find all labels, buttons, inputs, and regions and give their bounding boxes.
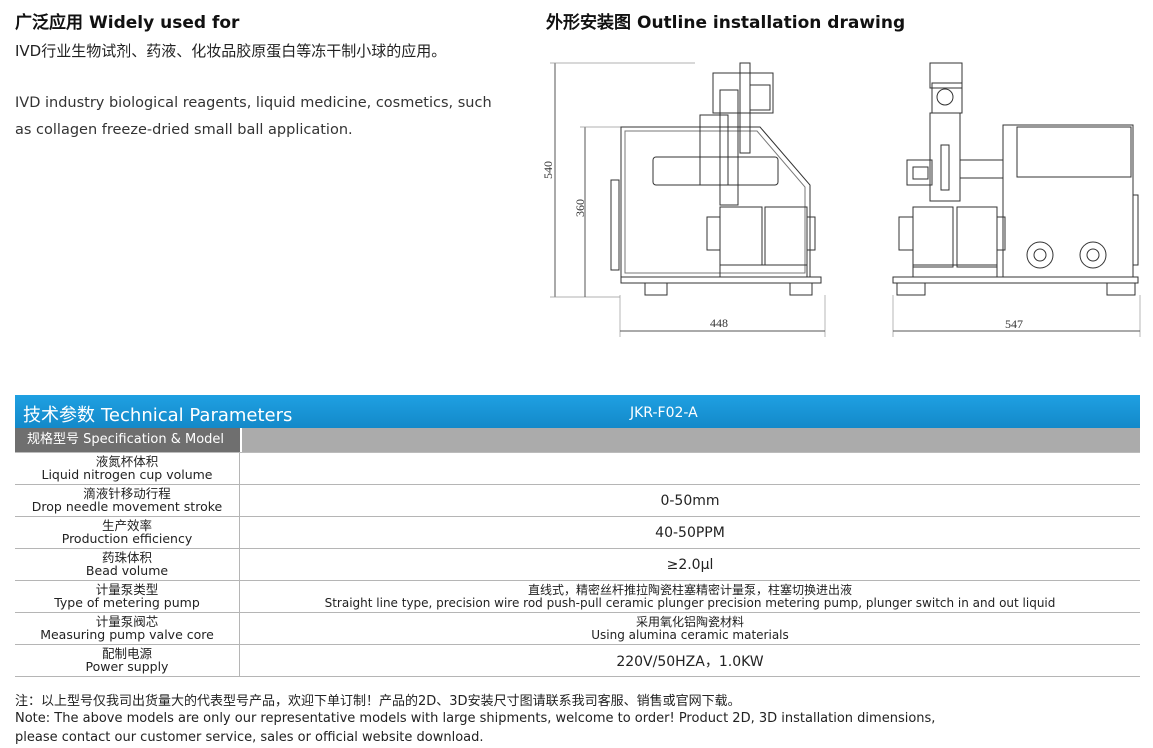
- params-table-header: 技术参数 Technical Parameters JKR-F02-A: [15, 395, 1140, 428]
- params-title-en: Technical Parameters: [101, 405, 293, 426]
- table-row: 配制电源 Power supply 220V/50HZA，1.0KW: [15, 645, 1140, 677]
- params-title-cn: 技术参数: [23, 405, 95, 426]
- usage-desc-en: IVD industry biological reagents, liquid…: [15, 95, 492, 138]
- row-label-en: Measuring pump valve core: [40, 627, 214, 642]
- table-row: 计量泵阀芯 Measuring pump valve core 采用氧化铝陶瓷材…: [15, 613, 1140, 645]
- spec-value-cell: [242, 428, 1140, 452]
- note-en-line-1: Note: The above models are only our repr…: [15, 711, 936, 726]
- row-value: 采用氧化铝陶瓷材料 Using alumina ceramic material…: [240, 613, 1140, 644]
- side-view-drawing: 540 360 448: [535, 55, 835, 340]
- table-row: 计量泵类型 Type of metering pump 直线式，精密丝杆推拉陶瓷…: [15, 581, 1140, 613]
- row-label-cn: 药珠体积: [101, 550, 152, 565]
- row-label: 计量泵类型 Type of metering pump: [15, 581, 240, 612]
- row-value: 0-50mm: [240, 485, 1140, 516]
- drawing-title: 外形安装图 Outline installation drawing: [546, 8, 905, 33]
- row-label-en: Production efficiency: [61, 531, 193, 546]
- usage-title-cn: 广泛应用: [15, 13, 83, 33]
- row-value: 40-50PPM: [240, 517, 1140, 548]
- row-label-cn: 配制电源: [101, 646, 152, 661]
- row-label: 计量泵阀芯 Measuring pump valve core: [15, 613, 240, 644]
- note-en-line-2: please contact our customer service, sal…: [15, 730, 484, 745]
- row-value-text-cn: 直线式，精密丝杆推拉陶瓷柱塞精密计量泵，柱塞切换进出液: [527, 582, 852, 597]
- dim-height-total: 540: [541, 161, 555, 179]
- dim-width-front: 547: [1005, 317, 1023, 331]
- spec-label: 规格型号 Specification & Model: [15, 428, 240, 452]
- table-row: 滴液针移动行程 Drop needle movement stroke 0-50…: [15, 485, 1140, 517]
- row-label-cn: 计量泵阀芯: [95, 614, 159, 629]
- row-label-cn: 液氮杯体积: [95, 454, 159, 469]
- spec-row: 规格型号 Specification & Model: [15, 428, 1140, 453]
- row-label-cn: 滴液针移动行程: [83, 486, 171, 501]
- row-value-text: 40-50PPM: [655, 524, 725, 541]
- row-value-text: 0-50mm: [660, 492, 720, 509]
- row-label-en: Type of metering pump: [54, 595, 200, 610]
- row-label: 生产效率 Production efficiency: [15, 517, 240, 548]
- usage-desc-cn: IVD行业生物试剂、药液、化妆品胶原蛋白等冻干制小球的应用。: [15, 42, 447, 60]
- row-label-en: Power supply: [85, 659, 169, 674]
- table-row: 液氮杯体积 Liquid nitrogen cup volume: [15, 453, 1140, 485]
- row-value: [240, 453, 1140, 484]
- row-value: 直线式，精密丝杆推拉陶瓷柱塞精密计量泵，柱塞切换进出液 Straight lin…: [240, 581, 1140, 612]
- row-value: ≥2.0μl: [240, 549, 1140, 580]
- row-label-en: Bead volume: [85, 563, 169, 578]
- model-number: JKR-F02-A: [630, 405, 698, 421]
- row-label-en: Drop needle movement stroke: [31, 499, 223, 514]
- row-value-text-en: Straight line type, precision wire rod p…: [324, 595, 1056, 610]
- table-row: 药珠体积 Bead volume ≥2.0μl: [15, 549, 1140, 581]
- row-label-cn: 计量泵类型: [95, 582, 159, 597]
- row-value-text: 220V/50HZA，1.0KW: [616, 653, 764, 670]
- dim-width-side: 448: [710, 316, 728, 330]
- params-table: 技术参数 Technical Parameters JKR-F02-A 规格型号 …: [15, 395, 1140, 677]
- dim-height-body: 360: [573, 199, 587, 217]
- row-label: 液氮杯体积 Liquid nitrogen cup volume: [15, 453, 240, 484]
- row-value: 220V/50HZA，1.0KW: [240, 645, 1140, 676]
- table-row: 生产效率 Production efficiency 40-50PPM: [15, 517, 1140, 549]
- row-label: 药珠体积 Bead volume: [15, 549, 240, 580]
- row-label-cn: 生产效率: [101, 518, 152, 533]
- note-en: Note: The above models are only our repr…: [15, 709, 1015, 747]
- row-value-text-cn: 采用氧化铝陶瓷材料: [635, 614, 744, 629]
- row-value-text-en: Using alumina ceramic materials: [591, 627, 789, 642]
- row-label-en: Liquid nitrogen cup volume: [41, 467, 213, 482]
- row-label: 滴液针移动行程 Drop needle movement stroke: [15, 485, 240, 516]
- usage-title: 广泛应用 Widely used for: [15, 8, 239, 33]
- usage-title-en: Widely used for: [89, 13, 240, 33]
- params-title: 技术参数 Technical Parameters: [23, 401, 292, 427]
- row-value-text: ≥2.0μl: [666, 556, 714, 573]
- note-cn: 注：以上型号仅我司出货量大的代表型号产品，欢迎下单订制！产品的2D、3D安装尺寸…: [15, 694, 741, 709]
- front-view-drawing: 547: [885, 55, 1150, 340]
- drawing-title-en: Outline installation drawing: [637, 13, 906, 33]
- drawing-title-cn: 外形安装图: [546, 13, 631, 33]
- row-label: 配制电源 Power supply: [15, 645, 240, 676]
